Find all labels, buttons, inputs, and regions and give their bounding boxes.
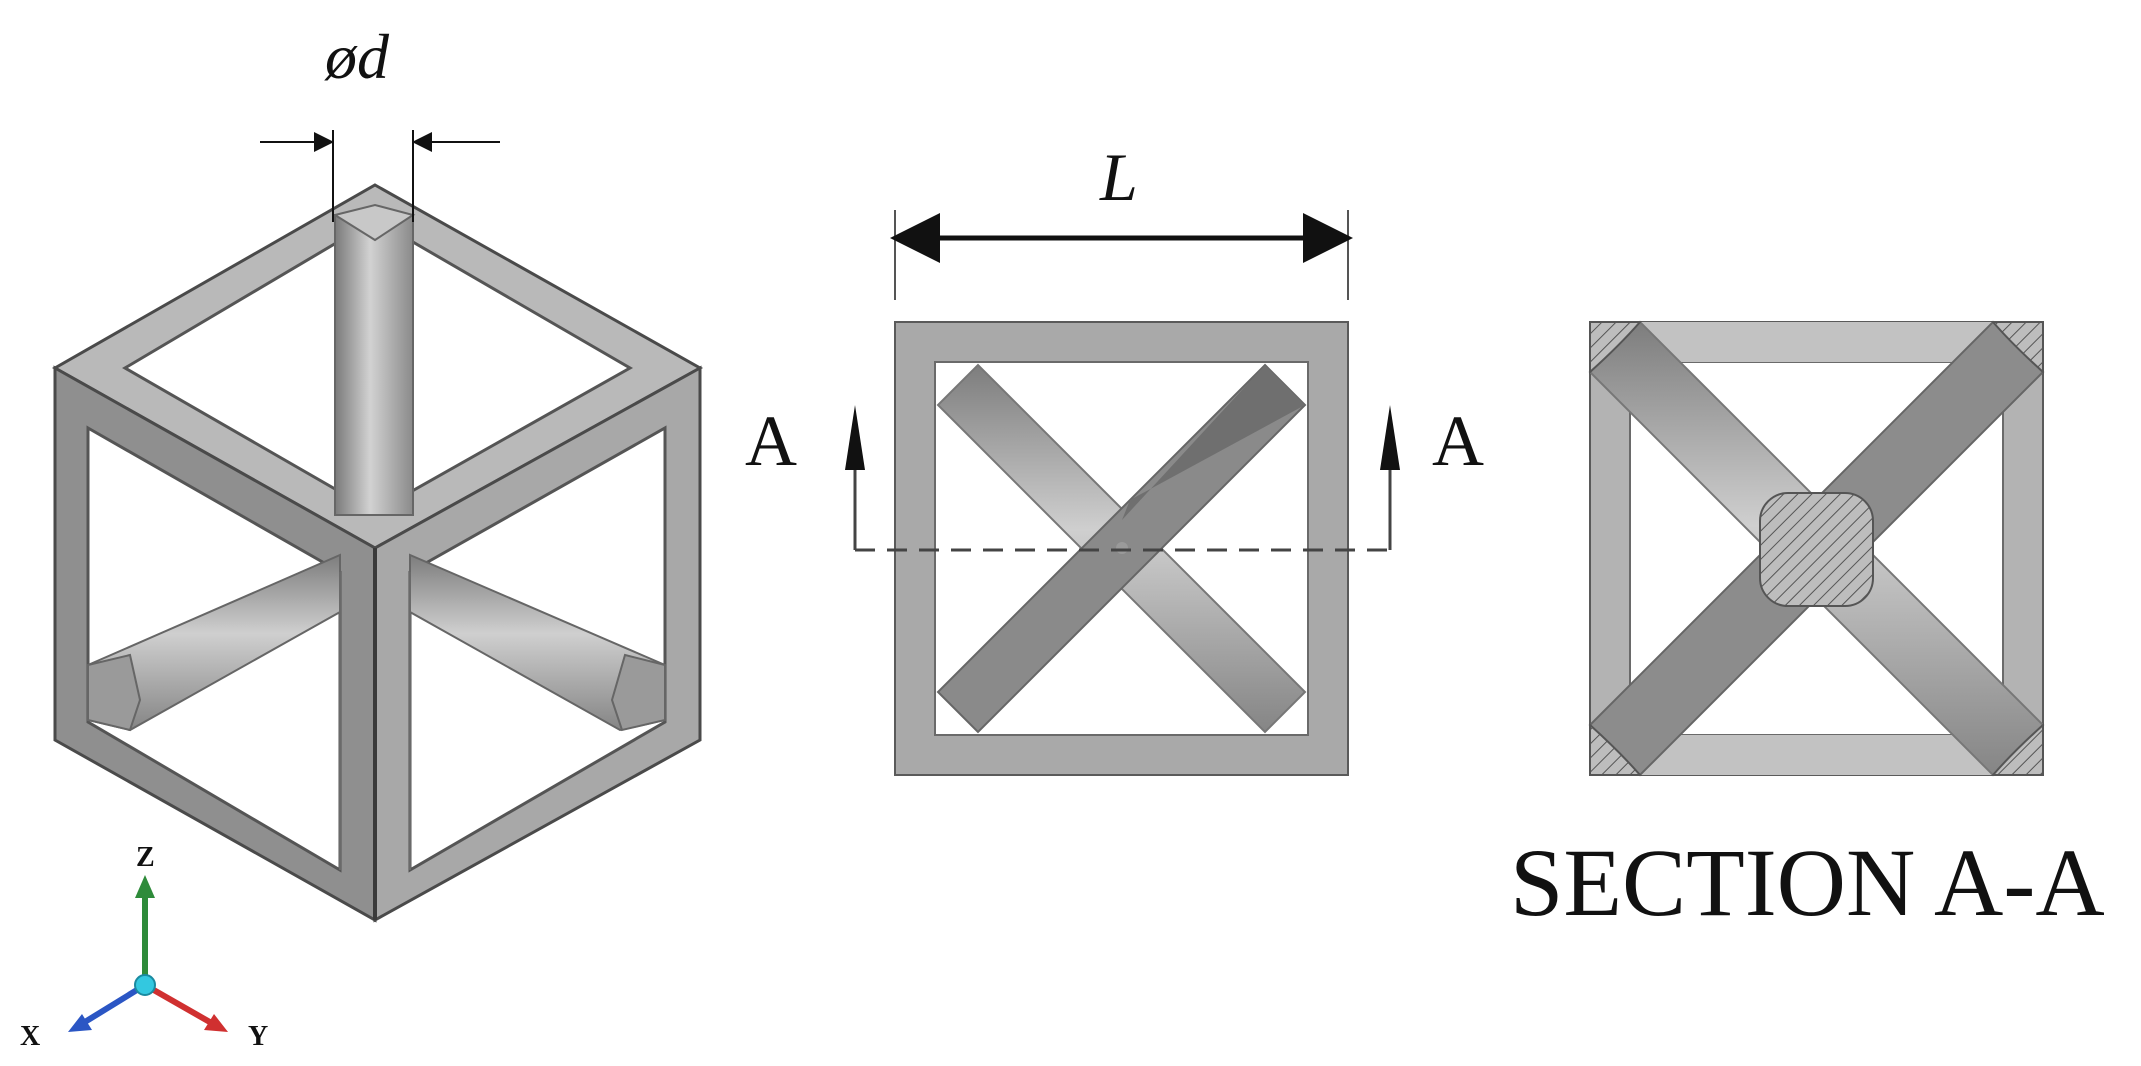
- cross-section-hatch: [1759, 492, 1874, 607]
- axis-x-label: X: [20, 1021, 40, 1052]
- cross-section-hatch: [1589, 321, 1643, 375]
- section-arrow-icon: [1380, 405, 1400, 470]
- section-arrow-icon: [845, 405, 865, 470]
- cross-section-hatch: [1990, 722, 2044, 776]
- isometric-lattice-cube: [51, 183, 704, 923]
- section-marker-right: A: [1432, 401, 1484, 481]
- diameter-label: ød: [324, 21, 390, 92]
- cross-section-hatch: [1589, 722, 1643, 776]
- cube-vertical-strut: [334, 214, 414, 516]
- section-cut-line: A A: [745, 401, 1484, 552]
- section-marker-left: A: [745, 401, 797, 481]
- length-label: L: [1099, 139, 1138, 215]
- section-view: SECTION A-A: [1510, 320, 2105, 936]
- length-dimension: L: [890, 139, 1353, 300]
- section-title: SECTION A-A: [1510, 829, 2105, 936]
- xyz-triad-icon: Z X Y: [20, 842, 268, 1052]
- axis-z-label: Z: [136, 842, 155, 873]
- axis-y-label: Y: [248, 1021, 268, 1052]
- diameter-dimension: ød: [260, 21, 500, 222]
- cross-section-hatch: [1990, 321, 2044, 375]
